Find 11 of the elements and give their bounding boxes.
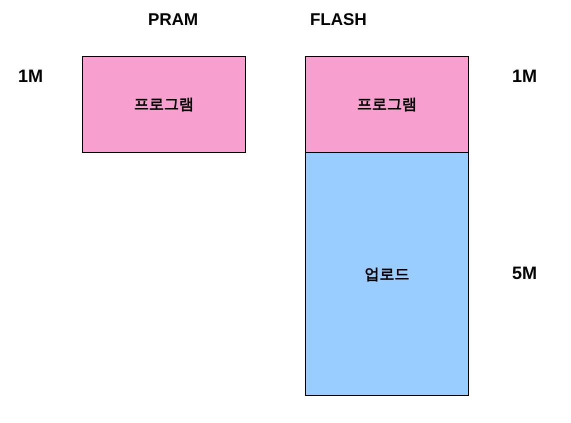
block-label: 프로그램 [357, 95, 417, 114]
size-label: 1M [18, 66, 44, 87]
block-label: 프로그램 [134, 95, 194, 114]
size-label: 1M [512, 66, 538, 87]
memory-block [305, 152, 469, 396]
memory-block [305, 56, 469, 153]
memory-type-heading: PRAM [148, 10, 198, 30]
size-label: 5M [512, 263, 538, 284]
block-label: 업로드 [364, 264, 410, 284]
memory-block [82, 56, 246, 153]
memory-type-heading: FLASH [310, 10, 367, 30]
